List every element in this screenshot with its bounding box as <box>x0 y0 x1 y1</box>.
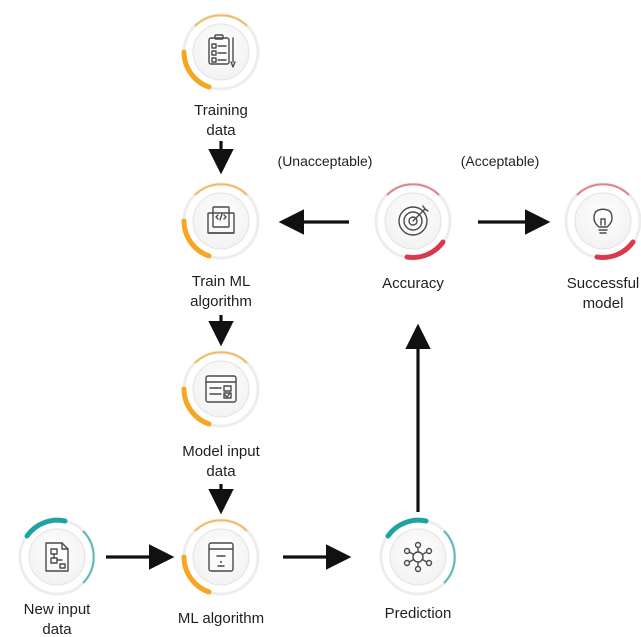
node-label-training-data-1: Training <box>194 102 248 119</box>
window-icon <box>208 542 234 572</box>
node-label-train-ml-1: Train ML <box>192 273 251 290</box>
node-prediction <box>379 517 457 596</box>
node-label-new-input-2: data <box>42 621 72 637</box>
checklist-icon <box>208 34 236 68</box>
node-ml-algorithm <box>181 518 260 596</box>
edge-label-unacceptable: (Unacceptable) <box>278 153 373 169</box>
node-label-successful-2: model <box>583 295 624 312</box>
node-new-input-data <box>18 517 96 596</box>
node-label-training-data-2: data <box>206 122 236 139</box>
node-model-input-data <box>181 350 260 428</box>
node-train-ml-algorithm <box>181 182 260 260</box>
target-icon <box>398 205 429 236</box>
network-icon <box>403 541 433 573</box>
edge-label-acceptable: (Acceptable) <box>461 153 540 169</box>
node-label-new-input-1: New input <box>24 601 92 618</box>
node-accuracy <box>374 182 452 260</box>
node-label-model-input-1: Model input <box>182 443 260 460</box>
node-label-prediction: Prediction <box>385 605 452 622</box>
node-label-accuracy: Accuracy <box>382 275 444 292</box>
edges <box>106 141 551 570</box>
form-icon <box>205 375 237 403</box>
flowchart-document-icon <box>45 542 69 572</box>
node-label-model-input-2: data <box>206 463 236 480</box>
lightbulb-icon <box>593 208 613 234</box>
node-label-ml-algorithm: ML algorithm <box>178 610 264 627</box>
node-label-successful-1: Successful <box>567 275 640 292</box>
node-successful-model <box>564 182 641 260</box>
node-label-train-ml-2: algorithm <box>190 293 252 310</box>
code-document-icon <box>207 206 235 234</box>
node-training-data <box>181 13 260 91</box>
